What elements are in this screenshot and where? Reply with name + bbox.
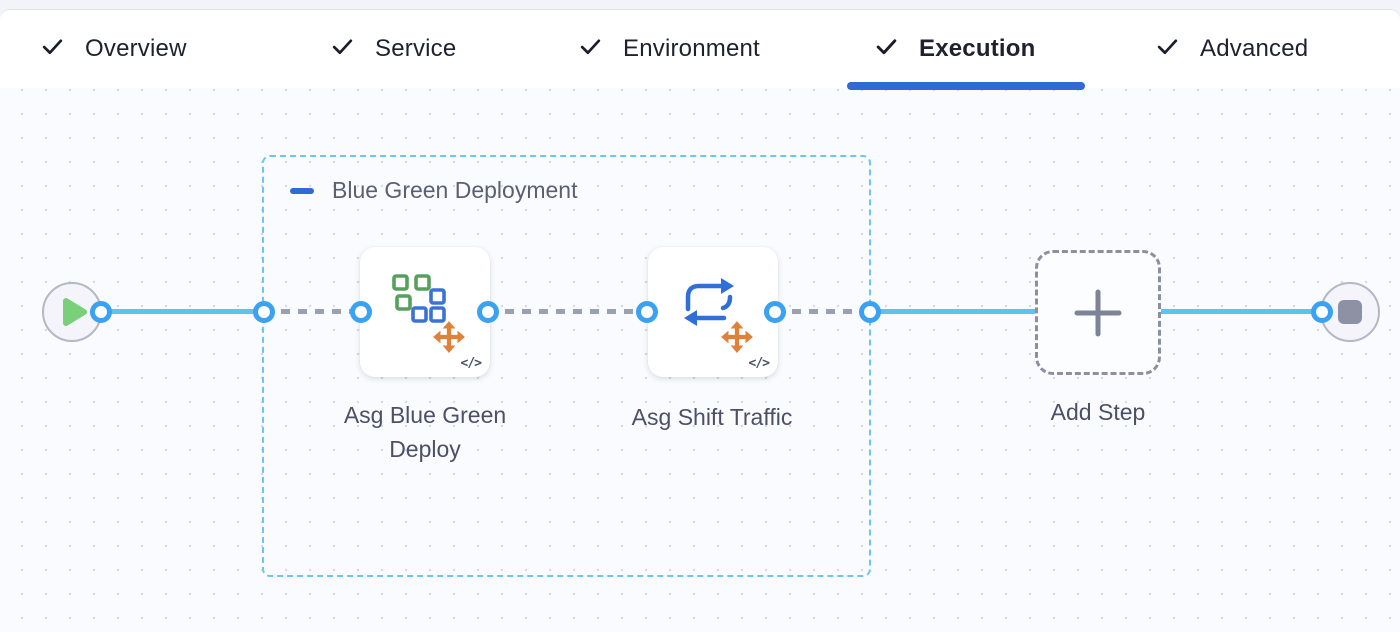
plus-icon bbox=[1074, 289, 1122, 337]
play-icon bbox=[62, 297, 88, 327]
edge-group-to-addstep bbox=[870, 309, 1037, 314]
connector-port-step2-in[interactable] bbox=[636, 301, 658, 323]
edge-group-to-step1 bbox=[264, 309, 361, 314]
tab-service[interactable]: Service bbox=[330, 10, 456, 88]
connector-port-end[interactable] bbox=[1311, 301, 1333, 323]
connector-port-group-in[interactable] bbox=[253, 301, 275, 323]
tab-advanced[interactable]: Advanced bbox=[1155, 10, 1308, 88]
check-icon bbox=[874, 34, 899, 64]
check-icon bbox=[578, 34, 603, 64]
check-icon bbox=[1155, 34, 1180, 64]
step-label-asg-shift-traffic: Asg Shift Traffic bbox=[631, 404, 793, 430]
pipeline-canvas[interactable]: Blue Green Deployment bbox=[0, 88, 1400, 632]
edge-start-to-group bbox=[101, 309, 264, 314]
connector-port-step1-in[interactable] bbox=[350, 301, 372, 323]
tab-label: Environment bbox=[623, 35, 760, 62]
active-tab-indicator bbox=[847, 82, 1085, 90]
tab-label: Service bbox=[375, 35, 457, 62]
add-step-button[interactable] bbox=[1035, 250, 1161, 375]
tab-overview[interactable]: Overview bbox=[40, 10, 187, 88]
check-icon bbox=[40, 34, 65, 64]
stage-config-tabbar: Overview Service Environment Execution A bbox=[0, 9, 1400, 90]
add-step-label: Add Step bbox=[1050, 399, 1146, 425]
tab-label: Overview bbox=[85, 35, 187, 62]
move-arrows-icon bbox=[720, 320, 754, 359]
step-group-label: Blue Green Deployment bbox=[332, 177, 578, 203]
stop-icon bbox=[1338, 300, 1362, 324]
connector-port-group-out[interactable] bbox=[859, 301, 881, 323]
edge-addstep-to-end bbox=[1158, 309, 1322, 314]
minus-icon[interactable] bbox=[290, 187, 314, 194]
code-badge: </> bbox=[748, 356, 771, 371]
step-label-asg-blue-green-deploy: Asg Blue Green Deploy bbox=[343, 402, 507, 462]
edge-step2-to-group bbox=[775, 309, 870, 314]
tab-label: Advanced bbox=[1200, 35, 1309, 62]
step-group-blue-green-deployment[interactable]: Blue Green Deployment bbox=[262, 155, 871, 577]
tab-execution[interactable]: Execution bbox=[874, 10, 1036, 88]
asg-shift-traffic-icon bbox=[678, 273, 742, 336]
tab-label: Execution bbox=[919, 35, 1036, 62]
connector-port-step2-out[interactable] bbox=[764, 301, 786, 323]
tab-environment[interactable]: Environment bbox=[578, 10, 760, 88]
connector-port-start[interactable] bbox=[90, 301, 112, 323]
step-card-asg-blue-green-deploy[interactable]: </> bbox=[360, 247, 490, 377]
check-icon bbox=[330, 34, 355, 64]
code-badge: </> bbox=[460, 356, 483, 371]
connector-port-step1-out[interactable] bbox=[477, 301, 499, 323]
step-card-asg-shift-traffic[interactable]: </> bbox=[648, 247, 778, 377]
step-group-header: Blue Green Deployment bbox=[290, 177, 577, 204]
edge-step1-to-step2 bbox=[488, 309, 647, 314]
move-arrows-icon bbox=[432, 320, 466, 359]
asg-blue-green-deploy-icon bbox=[390, 273, 454, 336]
